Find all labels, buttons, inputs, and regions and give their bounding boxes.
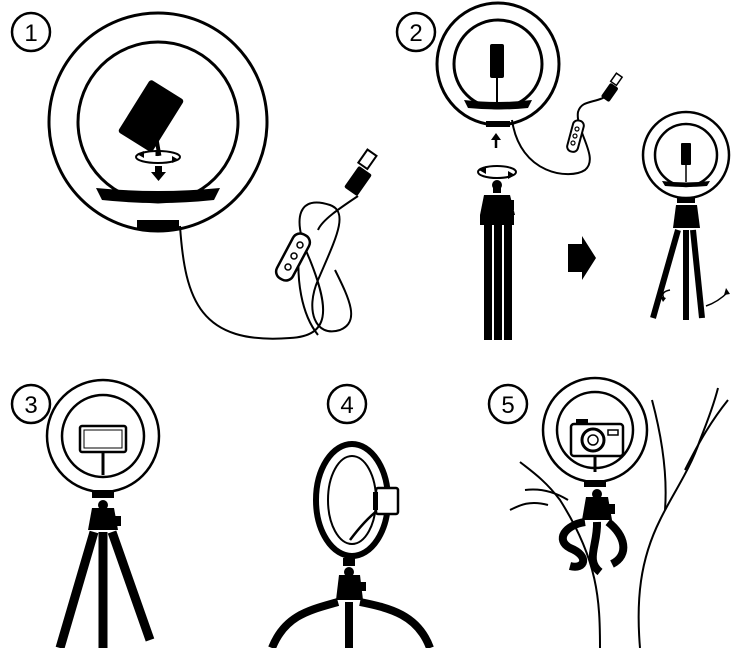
tripod-closed bbox=[480, 180, 515, 340]
step-3-number: 3 bbox=[24, 392, 37, 419]
step-5-number: 5 bbox=[501, 392, 514, 419]
phone-clip-icon bbox=[373, 488, 398, 514]
step-5-badge: 5 bbox=[489, 385, 527, 423]
step-2-number: 2 bbox=[409, 20, 422, 47]
step-1-panel: 1 bbox=[12, 13, 377, 339]
usb-plug-icon bbox=[601, 73, 622, 102]
phone-landscape-icon bbox=[80, 426, 126, 475]
step-2-badge: 2 bbox=[397, 13, 435, 51]
step-3-panel: 3 bbox=[12, 380, 159, 648]
flexible-tripod bbox=[272, 558, 430, 648]
rotate-arrow-icon bbox=[478, 166, 516, 179]
step-4-number: 4 bbox=[340, 392, 353, 419]
tripod-open bbox=[60, 500, 150, 648]
usb-plug-icon bbox=[344, 150, 377, 197]
step-5-panel: 5 bbox=[489, 378, 728, 648]
up-arrow-icon bbox=[491, 133, 501, 148]
ring-light-small-on-tripod bbox=[643, 112, 729, 320]
phone-clip-icon bbox=[118, 79, 185, 156]
flexible-tripod-wrapped bbox=[563, 489, 624, 572]
step-1-number: 1 bbox=[24, 20, 37, 47]
step-4-badge: 4 bbox=[328, 385, 366, 423]
right-arrow-icon bbox=[568, 236, 596, 280]
spread-legs-arrow-icon bbox=[660, 288, 730, 306]
step-3-badge: 3 bbox=[12, 385, 50, 423]
step-2-panel: 2 bbox=[397, 3, 730, 340]
step-1-badge: 1 bbox=[12, 13, 50, 51]
ring-light-medium bbox=[437, 3, 559, 127]
usb-cable bbox=[180, 196, 358, 339]
inline-remote-control bbox=[566, 119, 585, 153]
down-arrow-icon bbox=[151, 166, 166, 181]
inline-remote-control bbox=[273, 231, 312, 284]
step-4-panel: 4 bbox=[272, 385, 430, 648]
